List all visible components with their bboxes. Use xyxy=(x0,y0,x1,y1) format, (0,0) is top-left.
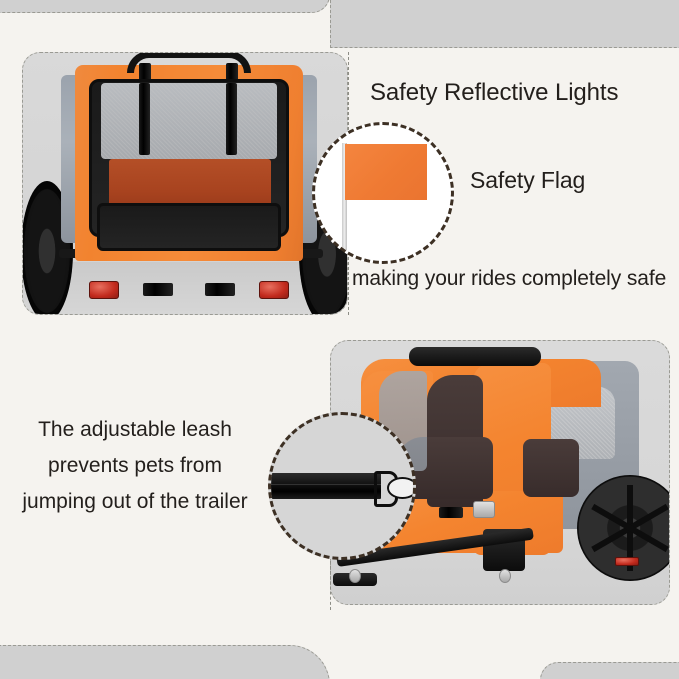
safety-flag-callout xyxy=(312,122,454,264)
adjustable-leash-callout xyxy=(268,412,416,560)
photo-rear-floor xyxy=(23,262,347,314)
rear-carry-handle xyxy=(127,53,251,73)
leash-caption-line-1: The adjustable leash xyxy=(38,418,232,441)
bottom-left-cropped-panel xyxy=(0,645,330,679)
side-hitch-clip xyxy=(349,569,361,583)
top-right-cropped-panel xyxy=(330,0,679,48)
bottom-right-cropped-panel xyxy=(540,662,679,679)
rear-lower-vent xyxy=(97,203,281,251)
rear-reflector-left xyxy=(89,281,119,299)
heading-safety-flag: Safety Flag xyxy=(470,167,586,193)
leash-callout-guide-line xyxy=(330,540,331,610)
rear-rolled-flap xyxy=(101,83,277,159)
rear-flap-strap-left xyxy=(139,83,150,155)
side-interior-cushion-rear xyxy=(523,439,579,497)
side-frame-clip xyxy=(499,569,511,583)
rear-clip-right xyxy=(205,283,235,296)
side-push-bar xyxy=(409,347,541,366)
rear-axle-right xyxy=(285,249,323,258)
top-left-cropped-panel xyxy=(0,0,330,13)
flag-pole xyxy=(342,143,347,261)
side-wheel-reflector xyxy=(615,557,639,566)
rear-flap-strap-right xyxy=(226,83,237,155)
leash-caption-line-2: prevents pets from xyxy=(48,454,222,477)
tagline-text: making your rides completely safe xyxy=(352,267,667,290)
leash-strap xyxy=(271,473,381,499)
side-buckle xyxy=(473,501,495,518)
leash-caption: The adjustable leash prevents pets from … xyxy=(0,412,270,520)
photo-panel-rear-view xyxy=(22,52,348,315)
rear-clip-left xyxy=(143,283,173,296)
flag-cloth xyxy=(345,144,427,200)
side-black-clip xyxy=(439,507,463,518)
heading-reflective-lights: Safety Reflective Lights xyxy=(370,79,619,106)
leash-o-ring xyxy=(387,477,413,499)
leash-caption-line-3: jumping out of the trailer xyxy=(22,490,248,513)
rear-reflector-right xyxy=(259,281,289,299)
